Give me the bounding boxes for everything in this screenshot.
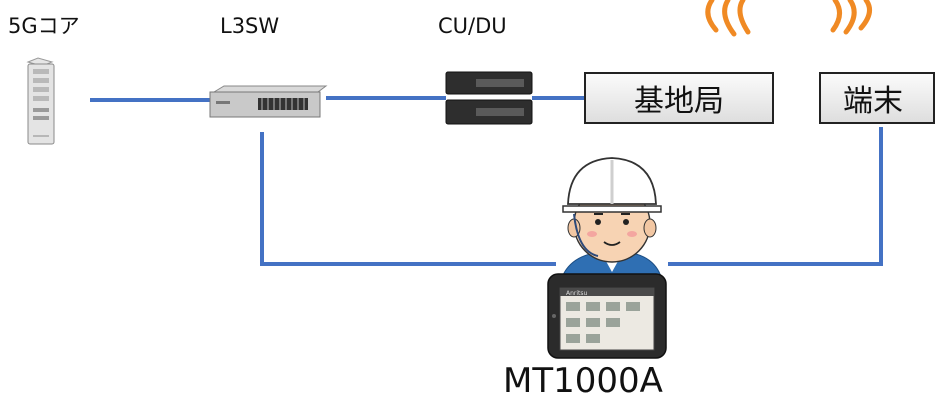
label-cu-du: CU/DU — [438, 14, 507, 38]
link-l3sw-tester — [260, 132, 556, 266]
cu-du-icon — [445, 71, 533, 125]
connection-lines — [90, 96, 883, 266]
label-5g-core: 5Gコア — [8, 14, 80, 38]
link-tester-terminal — [668, 127, 883, 266]
l3-switch-icon — [209, 85, 328, 118]
tester-device: Anritsu — [547, 273, 667, 359]
terminal-label: 端末 — [843, 84, 903, 119]
base-station-box: 基地局 — [584, 72, 774, 124]
tester-screen-brand: Anritsu — [566, 290, 588, 297]
label-mt1000a: MT1000A — [503, 361, 663, 401]
radio-wave-icon — [705, 0, 873, 37]
base-station-label: 基地局 — [634, 84, 724, 119]
label-l3sw: L3SW — [220, 14, 280, 38]
terminal-box: 端末 — [819, 72, 935, 124]
server-icon — [26, 57, 55, 145]
